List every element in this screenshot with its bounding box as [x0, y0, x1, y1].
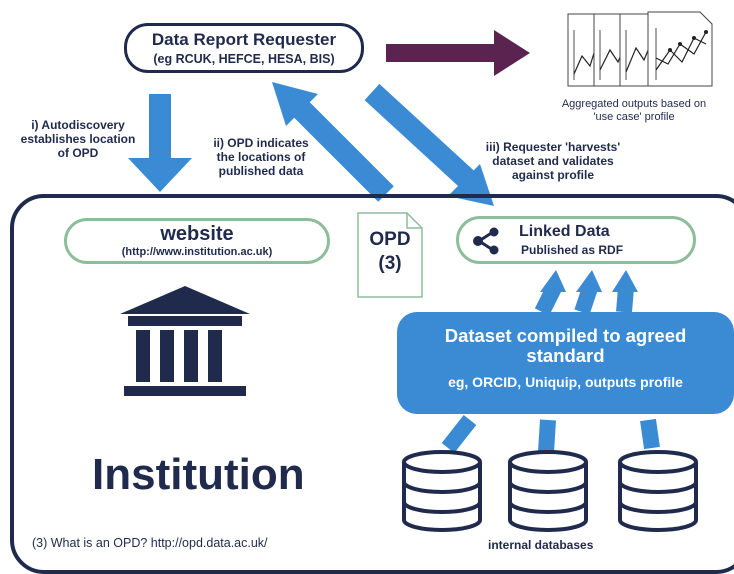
- linked-data-box: Linked Data Published as RDF: [456, 216, 696, 264]
- dataset-subtitle: eg, ORCID, Uniquip, outputs profile: [448, 374, 683, 390]
- step-harvest-label: iii) Requester 'harvests' dataset and va…: [478, 140, 628, 182]
- aggregated-caption-line1: Aggregated outputs based on: [561, 98, 707, 110]
- website-box: website (http://www.institution.ac.uk): [64, 218, 330, 264]
- aggregated-caption-line2: 'use case' profile: [593, 111, 675, 123]
- step2-line1: ii) OPD indicates: [213, 136, 309, 150]
- arrows-from-databases: [441, 415, 660, 453]
- arrow-opd-indicates: [272, 82, 394, 202]
- step1-line2: establishes location: [20, 132, 136, 146]
- linked-data-title: Linked Data: [519, 223, 610, 240]
- building-icon: [120, 286, 250, 396]
- opd-document-icon: [357, 212, 423, 298]
- step3-line1: iii) Requester 'harvests': [485, 140, 621, 154]
- dataset-title-line2: standard: [526, 345, 605, 366]
- step1-line1: i) Autodiscovery: [31, 118, 125, 132]
- website-url: (http://www.institution.ac.uk): [121, 246, 273, 258]
- website-title: website: [160, 223, 234, 245]
- share-icon: [473, 227, 499, 255]
- step3-line2: dataset and validates: [492, 154, 614, 168]
- dataset-title-line1: Dataset compiled to agreed: [444, 325, 687, 346]
- step1-line3: of OPD: [57, 146, 99, 160]
- step-autodiscovery-label: i) Autodiscovery establishes location of…: [4, 118, 152, 160]
- linked-data-subtitle: Published as RDF: [521, 243, 624, 257]
- step2-line2: the locations of: [216, 150, 306, 164]
- dataset-title: Dataset compiled to agreed standard: [397, 326, 734, 366]
- arrows-to-linked-data: [534, 270, 638, 316]
- step3-line3: against profile: [511, 168, 594, 182]
- aggregated-caption: Aggregated outputs based on 'use case' p…: [548, 98, 720, 124]
- institution-label: Institution: [92, 450, 305, 499]
- requester-subtitle: (eg RCUK, HEFCE, HESA, BIS): [153, 52, 335, 66]
- step2-line3: published data: [218, 164, 304, 178]
- opd-title: OPD: [369, 229, 411, 250]
- opd-footnote: (3) What is an OPD? http://opd.data.ac.u…: [32, 536, 268, 550]
- opd-label: OPD (3): [357, 228, 423, 276]
- database-icon: [402, 450, 698, 532]
- step-opd-indicates-label: ii) OPD indicates the locations of publi…: [196, 136, 326, 178]
- requester-title: Data Report Requester: [151, 30, 337, 49]
- dataset-box: Dataset compiled to agreed standard eg, …: [397, 312, 734, 414]
- opd-ref: (3): [378, 253, 402, 274]
- databases-caption: internal databases: [488, 538, 594, 552]
- data-report-requester: Data Report Requester (eg RCUK, HEFCE, H…: [124, 23, 364, 73]
- diagram-graphics: [120, 11, 713, 532]
- arrow-to-aggregated: [386, 30, 530, 76]
- aggregated-outputs-icon: [567, 11, 713, 87]
- arrow-autodiscovery: [128, 94, 192, 192]
